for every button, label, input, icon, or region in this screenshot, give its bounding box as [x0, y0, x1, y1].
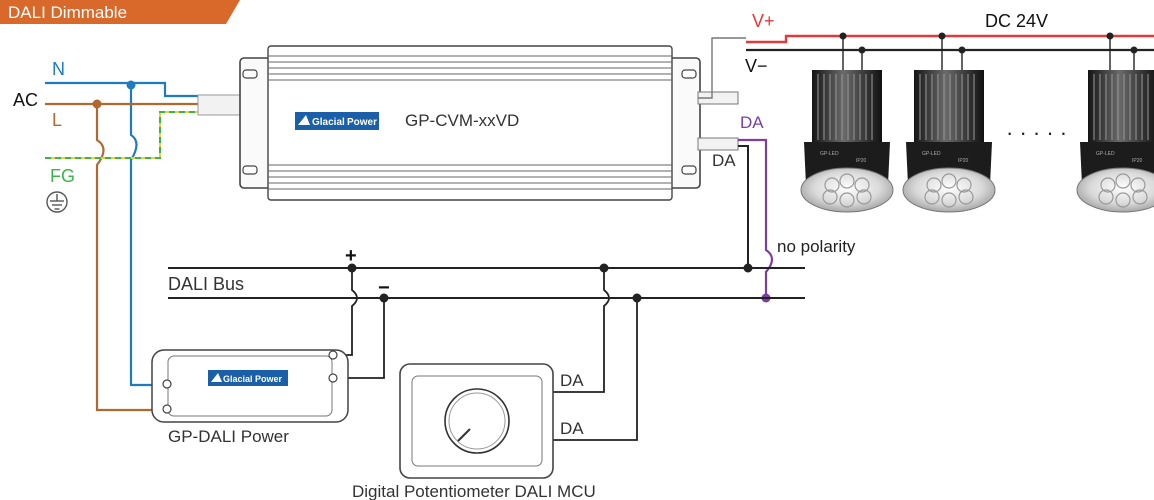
- neutral-junction: [126, 80, 136, 90]
- dali-power-logo: Glacial Power: [208, 370, 288, 386]
- led-spotlight: [800, 69, 894, 213]
- mcu-da-label-2: DA: [560, 419, 584, 438]
- earth-wire: [45, 111, 205, 159]
- svg-text:Glacial: Glacial: [312, 117, 345, 128]
- dimmer-knob-icon: [444, 388, 510, 454]
- ac-label: AC: [13, 90, 38, 110]
- neutral-wire: [45, 81, 205, 98]
- led-driver: Glacial Power GP-CVM-xxVD: [239, 45, 701, 201]
- dali-cable: [697, 137, 739, 151]
- vplus-label: V+: [752, 11, 775, 31]
- live-branch-wire: [95, 104, 160, 412]
- dali-wiring: DA DA no polarity: [712, 113, 856, 303]
- dali-bus-label: DALI Bus: [168, 274, 244, 294]
- more-spotlights-ellipsis: · · · · ·: [1006, 120, 1067, 145]
- svg-text:Glacial: Glacial: [223, 374, 253, 384]
- dali-da-label-bottom: DA: [712, 151, 736, 170]
- live-junction: [92, 99, 102, 109]
- dali-bus: DALI Bus + −: [168, 245, 805, 441]
- bus-minus-label: −: [378, 277, 390, 299]
- earth-label: FG: [50, 166, 75, 186]
- header-title: DALI Dimmable: [8, 3, 127, 22]
- driver-model: GP-CVM-xxVD: [405, 111, 519, 130]
- dali-mcu: DA DA Digital Potentiometer DALI MCU: [352, 363, 596, 500]
- led-spotlight: [902, 69, 996, 213]
- driver-logo: Glacial Power: [295, 112, 379, 130]
- dali-da-label-top: DA: [740, 113, 764, 132]
- header-tab: DALI Dimmable: [0, 0, 240, 24]
- positive-rail: [746, 34, 1154, 44]
- no-polarity-label: no polarity: [777, 237, 856, 256]
- mcu-da-label-1: DA: [560, 371, 584, 390]
- bus-plus-label: +: [345, 245, 357, 267]
- dali-power-name: GP-DALI Power: [168, 427, 289, 446]
- svg-text:Power: Power: [347, 117, 377, 128]
- dali-power-unit: Glacial Power GP-DALI Power: [151, 349, 349, 446]
- mains-wiring: AC N L FG: [13, 59, 271, 412]
- dc-output: V+ V− DC 24V: [745, 11, 1154, 82]
- dc-voltage-label: DC 24V: [985, 11, 1048, 31]
- led-spotlight: [1076, 69, 1154, 213]
- dali-wire-a: [738, 138, 774, 298]
- earth-ground-icon: [46, 191, 68, 213]
- svg-text:Power: Power: [255, 374, 283, 384]
- live-label: L: [52, 110, 62, 130]
- vminus-label: V−: [745, 56, 768, 76]
- mcu-name: Digital Potentiometer DALI MCU: [352, 482, 596, 500]
- neutral-branch-wire: [129, 85, 160, 387]
- neutral-label: N: [52, 59, 65, 79]
- dali-wire-b: [738, 145, 749, 268]
